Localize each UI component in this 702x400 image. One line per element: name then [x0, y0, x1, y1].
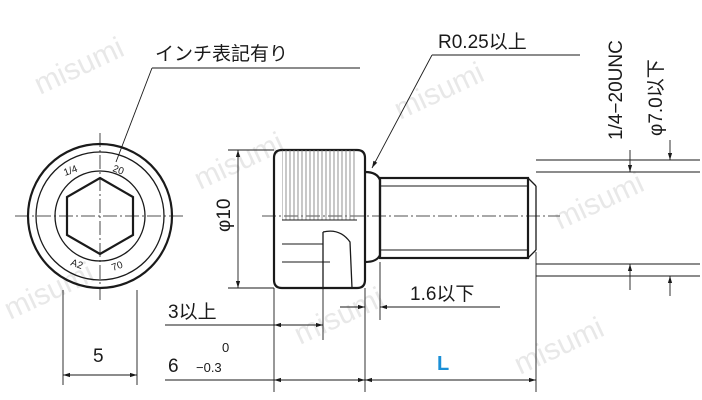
dim-3-label: 3以上: [168, 301, 217, 323]
head-mark-top-right: 20: [111, 163, 126, 177]
dim-length: L: [365, 252, 537, 392]
thread-end-chamfer-bottom: [527, 249, 537, 259]
end-view: 1/4 20 A2 70: [15, 133, 185, 300]
minor-dia-label: φ7.0以下: [646, 59, 667, 136]
neck-fillet: [364, 170, 382, 264]
dim-6: 6 0 −0.3: [165, 340, 365, 383]
thread-end-chamfer-top: [527, 177, 537, 187]
dim-3-min: 3以上: [165, 288, 324, 392]
head-mark-bottom-right: 70: [110, 260, 125, 274]
head-chamfer-circle: [35, 151, 165, 281]
radius-callout: R0.25以上: [371, 31, 580, 169]
head-knurling: [282, 150, 357, 220]
dim-5: 5: [62, 290, 138, 385]
length-label: L: [437, 353, 449, 375]
radius-label: R0.25以上: [438, 31, 527, 53]
side-view: [262, 148, 560, 290]
dim-6-tol-lower: −0.3: [196, 360, 222, 375]
watermark-text: misumi: [389, 56, 489, 126]
socket-circle: [54, 170, 146, 262]
dim-6-label: 6: [168, 356, 179, 377]
screw-head: [272, 148, 367, 290]
watermark-text: misumi: [549, 166, 649, 236]
inch-mark-label: インチ表記有り: [155, 43, 288, 65]
hex-socket: [65, 176, 135, 256]
head-dia-dimension: φ10: [214, 149, 274, 289]
head-mark-top-left: 1/4: [62, 164, 79, 179]
watermark-text: misumi: [29, 31, 129, 101]
radius-leader-line: [371, 54, 433, 169]
head-dia-label: φ10: [214, 199, 235, 232]
dim-16-max: 1.6以下: [340, 262, 500, 392]
inch-mark-leader-line: [115, 67, 153, 163]
socket-cone: [322, 230, 353, 289]
thread-dimensions: 1/4−20UNC φ7.0以下: [536, 40, 700, 296]
head-outer-circle: [26, 142, 174, 290]
head-mark-bottom-left: A2: [69, 257, 85, 272]
watermark-text: misumi: [509, 311, 609, 381]
watermark-text: misumi: [289, 281, 389, 351]
thread-body: [378, 176, 530, 260]
thread-spec-label: 1/4−20UNC: [606, 40, 627, 140]
dim-6-tol-upper: 0: [222, 340, 229, 355]
dim-5-label: 5: [93, 346, 104, 367]
dim-16-label: 1.6以下: [410, 284, 474, 305]
inch-mark-callout: インチ表記有り: [115, 43, 360, 163]
